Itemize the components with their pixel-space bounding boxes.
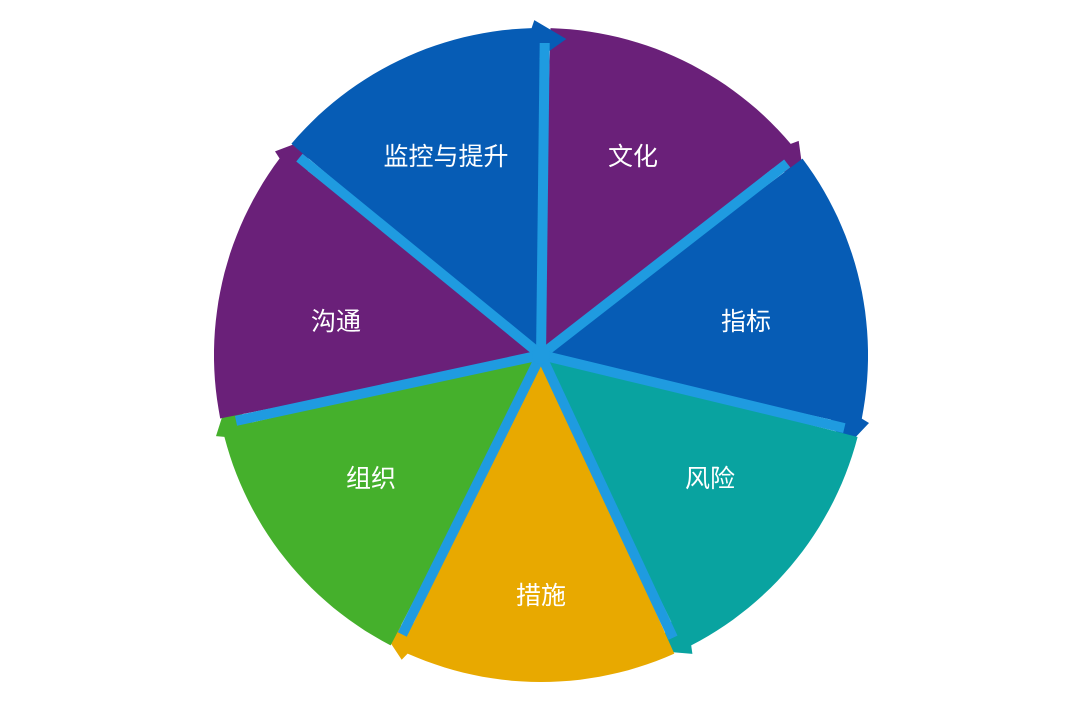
segment-organization: [216, 355, 541, 646]
separator-bar: [234, 351, 537, 426]
segment-label-measures: 措施: [516, 581, 566, 610]
separator-bar: [542, 159, 791, 356]
segment-label-organization: 组织: [346, 464, 396, 493]
segment-measures: [381, 355, 675, 682]
separator-bar: [545, 351, 846, 433]
separator-bar: [397, 358, 543, 637]
segment-label-culture: 文化: [608, 142, 658, 171]
segment-label-risk: 风险: [685, 464, 735, 493]
segment-culture: [541, 28, 804, 355]
separator-bar: [536, 42, 550, 350]
segment-metrics: [541, 158, 869, 450]
segment-risk: [541, 355, 858, 654]
segment-label-monitoring: 监控与提升: [383, 142, 508, 171]
segment-label-communication: 沟通: [311, 307, 361, 336]
segment-monitoring: [291, 20, 567, 355]
separator-bar: [538, 358, 678, 640]
center-hub: [532, 346, 550, 364]
segment-communication: [214, 138, 541, 419]
segment-label-metrics: 指标: [721, 307, 771, 336]
separator-bar: [296, 153, 540, 356]
